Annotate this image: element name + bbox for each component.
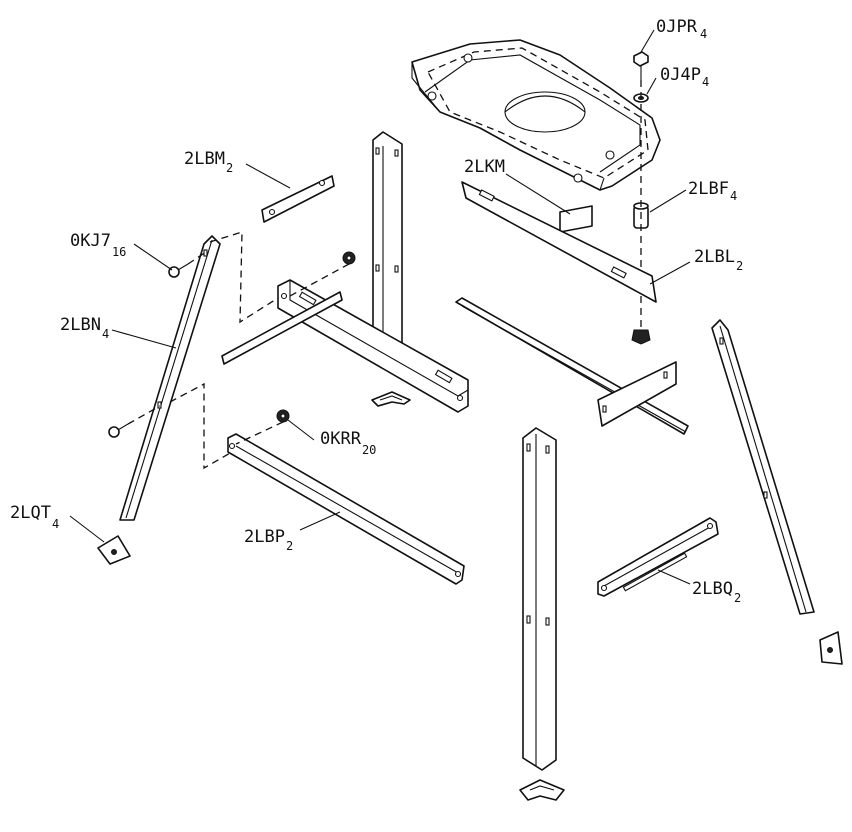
upper-brace-right — [461, 181, 657, 303]
short-brace-top-left — [261, 175, 335, 223]
label-lbl: 2LBL2 — [694, 247, 743, 273]
lower-brace-right — [597, 517, 719, 597]
carriage-bolt-lower — [108, 423, 129, 438]
decal-part — [559, 205, 593, 233]
label-okj7: 0KJ716 — [70, 231, 126, 259]
label-lkm: 2LKM — [464, 157, 505, 177]
back-center-leg — [372, 131, 403, 361]
leader-lines — [69, 29, 691, 585]
left-upper-nut — [342, 251, 356, 265]
front-center-foot — [519, 779, 565, 801]
upper-brace-left — [277, 279, 469, 413]
lower-nut — [276, 409, 290, 423]
left-front-foot — [97, 535, 131, 565]
top-bolt-part — [633, 51, 649, 80]
upper-brace-right-front — [597, 361, 677, 427]
label-lqt: 2LQT4 — [10, 503, 59, 531]
carriage-bolt-upper — [168, 263, 189, 278]
back-center-foot — [371, 391, 411, 407]
label-lbm: 2LBM2 — [184, 149, 233, 175]
label-lbf: 2LBF4 — [688, 179, 737, 203]
label-okrr: 0KRR20 — [320, 429, 376, 457]
label-lbq: 2LBQ2 — [692, 579, 741, 605]
right-rear-foot — [819, 631, 843, 665]
front-center-leg — [522, 427, 557, 771]
cross-brace-right-back — [455, 297, 689, 435]
cross-brace-left — [221, 291, 343, 365]
left-front-leg — [119, 235, 221, 521]
lower-brace-left — [227, 433, 465, 585]
saw-mounting-plate — [411, 39, 661, 191]
label-lbn: 2LBN4 — [60, 315, 109, 341]
label-oj4p: 0J4P4 — [660, 65, 709, 89]
top-nut-part — [631, 329, 651, 345]
label-lbp: 2LBP2 — [244, 527, 293, 553]
right-rear-leg — [711, 319, 815, 615]
